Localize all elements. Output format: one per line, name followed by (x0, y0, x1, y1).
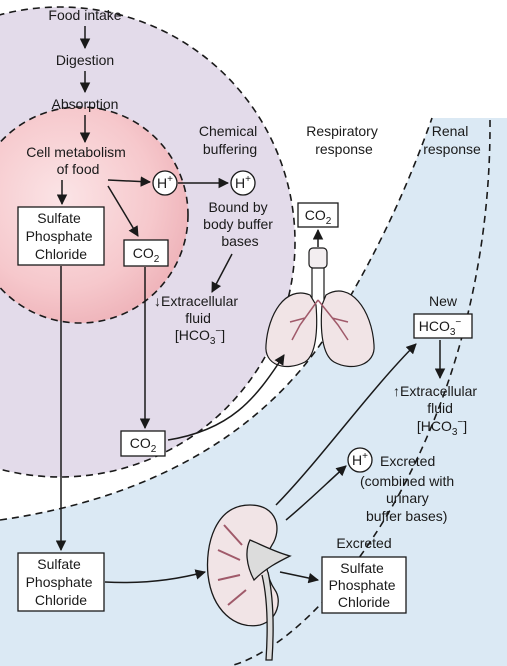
co2-label-cell: CO2 (133, 245, 160, 265)
h-plus-label-3: H+ (352, 451, 368, 468)
renal-pelvis (246, 539, 292, 582)
excreted-label: Excreted (336, 535, 391, 551)
chemical-boundary (0, 6, 296, 478)
digestion-label: Digestion (56, 52, 114, 68)
cell-boundary (0, 106, 189, 324)
respiratory-response-title: Respiratory response (306, 123, 381, 157)
flow-arrows (55, 26, 446, 584)
acid-box-cell-text: Sulfate Phosphate Chloride (26, 210, 97, 262)
acid-box-extracellular (17, 552, 105, 612)
hco3-box-new (413, 313, 473, 339)
new-label: New (429, 293, 458, 309)
h-plus-circle-3 (347, 447, 373, 473)
renal-zone-band (0, 118, 507, 666)
co2-box-respiratory (297, 202, 339, 228)
right-lung (320, 290, 375, 368)
co2-box-extracellular (120, 430, 166, 457)
bound-by-buffer-label: Bound by body buffer bases (203, 199, 277, 249)
renal-response-title: Renal response (423, 123, 481, 157)
extracellular-fluid-label-1: ↓Extracellular fluid [HCO3−] (154, 293, 242, 347)
arrow-metabolism-to-co2 (107, 185, 139, 237)
kidney-pyramids (217, 524, 247, 606)
arrow-kidney-to-excreted (279, 571, 320, 584)
h-plus-label-2: H+ (235, 174, 251, 191)
absorption-label: Absorption (52, 96, 119, 112)
arrow-metabolism-to-hplus (107, 176, 152, 187)
arrow-co2-to-lungs (167, 354, 285, 441)
acid-box-extracellular-text: Sulfate Phosphate Chloride (26, 556, 97, 608)
acid-box-excreted-text: Sulfate Phosphate Chloride (329, 560, 400, 610)
excreted-h-label: Excreted (combined with urinary buffer b… (360, 453, 458, 524)
acid-box-cell (17, 206, 105, 266)
co2-label-extracellular: CO2 (130, 435, 157, 455)
outer-boundary (229, 119, 491, 666)
h-plus-circle-2 (230, 170, 256, 196)
kidney-illustration (206, 504, 292, 661)
ureter (261, 571, 274, 661)
hco3-label-new: HCO3− (419, 317, 462, 338)
lungs-illustration (265, 247, 375, 368)
bronchi (289, 299, 349, 341)
chemical-buffering-title: Chemical buffering (199, 123, 261, 157)
renal-boundary (0, 117, 433, 521)
acid-box-excreted (321, 556, 407, 614)
arrow-acids-to-kidney (104, 569, 207, 584)
arrow-kidney-to-hplus (285, 465, 347, 521)
food-intake-label: Food intake (48, 7, 121, 23)
arrow-bound-to-extracellular (211, 253, 233, 293)
arrow-kidney-to-new-hco3 (275, 343, 417, 506)
co2-box-cell (123, 239, 169, 267)
cell-metabolism-label: Cell metabolism of food (26, 144, 129, 177)
larynx (308, 247, 328, 269)
h-plus-circle-1 (152, 170, 178, 196)
co2-label-respiratory: CO2 (305, 207, 332, 227)
h-plus-label-1: H+ (157, 174, 173, 191)
